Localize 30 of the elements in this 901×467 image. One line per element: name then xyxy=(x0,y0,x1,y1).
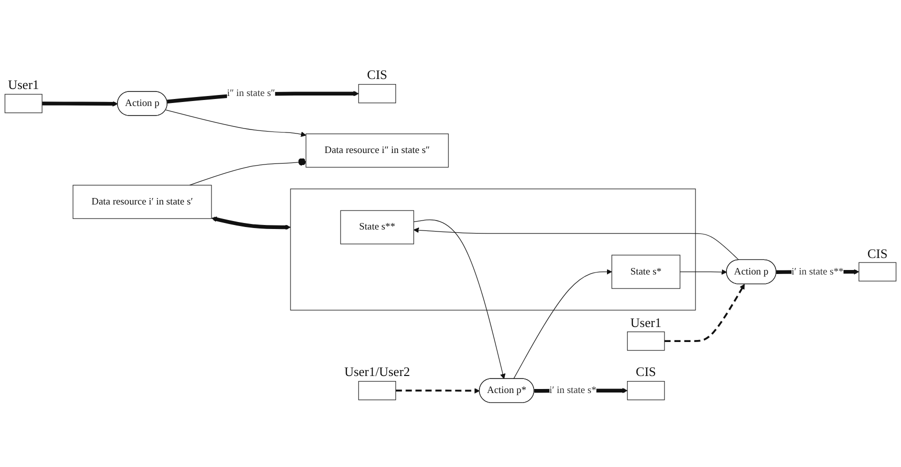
arrow xyxy=(680,269,727,275)
arrow xyxy=(664,284,745,342)
arrow xyxy=(165,110,306,137)
cluster xyxy=(290,188,696,310)
node-box xyxy=(358,381,396,400)
node-box: Data resource i″ in state s″ xyxy=(306,134,449,168)
arrow xyxy=(513,269,612,380)
arrow xyxy=(414,228,740,260)
node-caption: User1/User2 xyxy=(344,364,410,380)
node-caption: CIS xyxy=(867,246,888,262)
arrow xyxy=(396,388,480,394)
edge-label: i′ in state s** xyxy=(792,266,844,277)
node-box xyxy=(627,332,665,351)
edge-label: i′ in state s* xyxy=(549,385,596,396)
node-caption: CIS xyxy=(636,364,656,380)
node-caption: CIS xyxy=(367,67,388,84)
edge-label: i″ in state s″ xyxy=(226,88,276,99)
arrow xyxy=(211,216,291,230)
node-box xyxy=(4,94,42,114)
node-box: Data resource i′ in state s′ xyxy=(72,184,212,219)
node-caption: User1 xyxy=(630,314,662,331)
arrow xyxy=(42,101,118,107)
node-box xyxy=(858,262,896,282)
node-box: State s** xyxy=(340,210,414,244)
connector xyxy=(189,158,306,186)
node-box xyxy=(627,381,665,400)
node-box: State s* xyxy=(612,254,680,289)
node-caption: User1 xyxy=(8,77,40,94)
arrow xyxy=(413,220,506,380)
node-box xyxy=(358,84,396,104)
